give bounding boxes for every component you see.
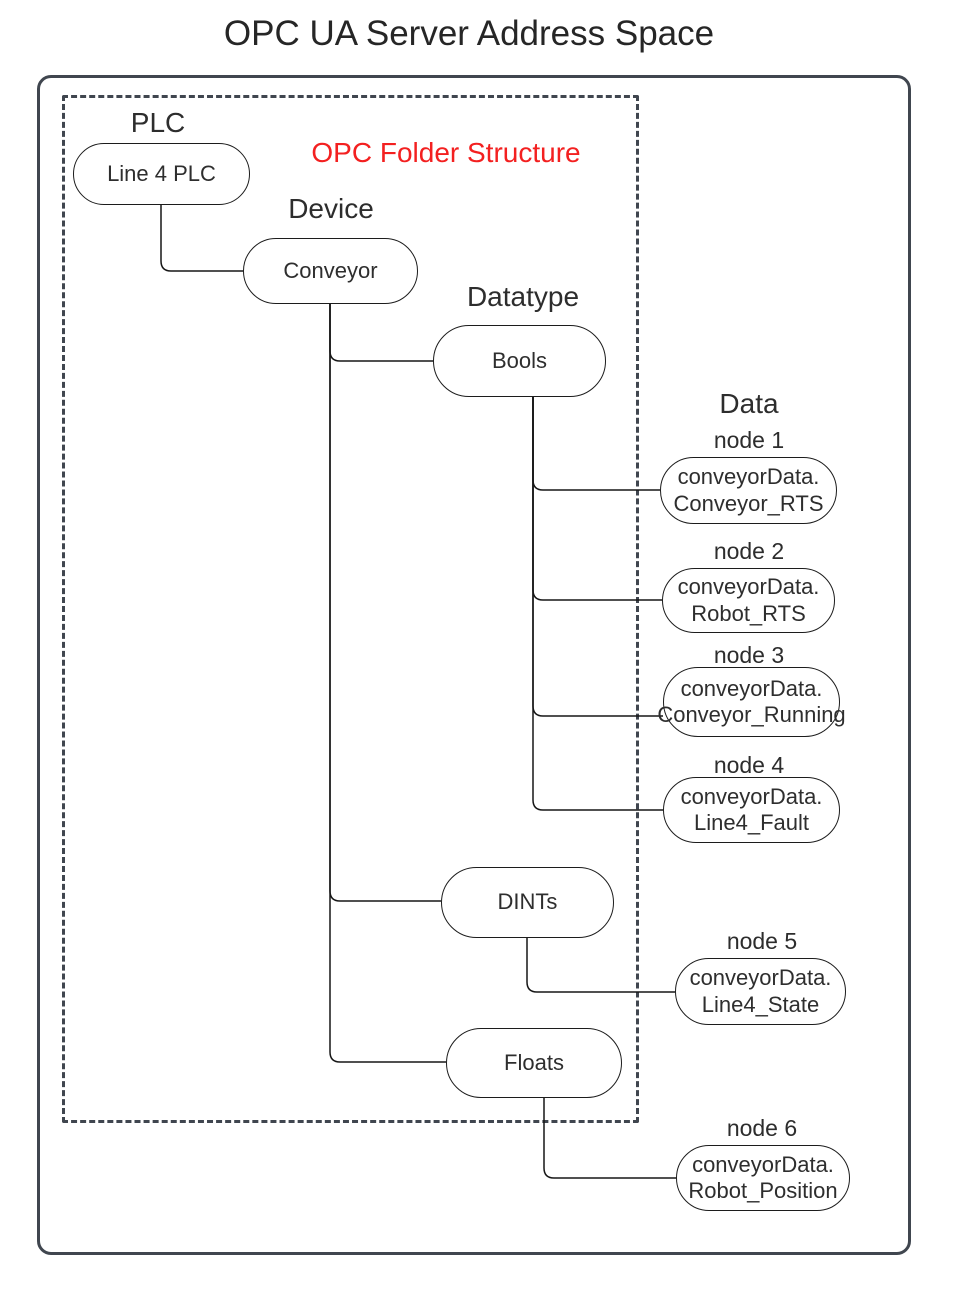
node-line4-plc-label: Line 4 PLC (107, 160, 216, 186)
node5-line2: Line4_State (701, 991, 820, 1017)
header-datatype: Datatype (466, 281, 580, 312)
node-floats: Floats (446, 1028, 622, 1098)
node-floats-label: Floats (504, 1049, 564, 1075)
server-address-space-frame (37, 75, 911, 1255)
node4-pill: conveyorData. Line4_Fault (663, 777, 840, 843)
node2-pill: conveyorData. Robot_RTS (662, 568, 835, 633)
node4-caption: node 4 (713, 752, 785, 778)
node-conveyor-label: Conveyor (283, 257, 378, 283)
node1-caption: node 1 (713, 427, 785, 453)
node1-line1: conveyorData. (677, 464, 820, 490)
node-dints-label: DINTs (497, 889, 558, 915)
header-opc-folder-structure: OPC Folder Structure (311, 137, 581, 168)
node-conveyor: Conveyor (243, 238, 418, 304)
node2-line1: conveyorData. (677, 574, 820, 600)
node5-caption: node 5 (726, 928, 798, 954)
node4-line2: Line4_Fault (694, 810, 809, 835)
header-device: Device (288, 193, 374, 224)
node3-line2: Conveyor_Running (657, 702, 846, 727)
node1-pill: conveyorData. Conveyor_RTS (660, 457, 837, 524)
node1-line2: Conveyor_RTS (673, 490, 824, 516)
node2-caption: node 2 (713, 538, 785, 564)
node5-pill: conveyorData. Line4_State (675, 958, 846, 1025)
node5-line1: conveyorData. (689, 965, 832, 991)
node3-line1: conveyorData. (680, 675, 823, 701)
node3-caption: node 3 (713, 642, 785, 668)
node6-line1: conveyorData. (692, 1151, 834, 1177)
node-bools-label: Bools (491, 347, 548, 373)
node6-pill: conveyorData. Robot_Position (676, 1145, 850, 1211)
node-bools: Bools (433, 325, 606, 397)
header-data: Data (719, 388, 779, 419)
node2-line2: Robot_RTS (691, 600, 806, 626)
node6-line2: Robot_Position (688, 1178, 838, 1203)
node-line4-plc: Line 4 PLC (73, 143, 250, 205)
page-title: OPC UA Server Address Space (223, 14, 715, 53)
header-plc: PLC (130, 107, 186, 138)
node6-caption: node 6 (726, 1115, 798, 1141)
node-dints: DINTs (441, 867, 614, 938)
node3-pill: conveyorData. Conveyor_Running (657, 667, 846, 737)
node4-line1: conveyorData. (680, 783, 823, 809)
